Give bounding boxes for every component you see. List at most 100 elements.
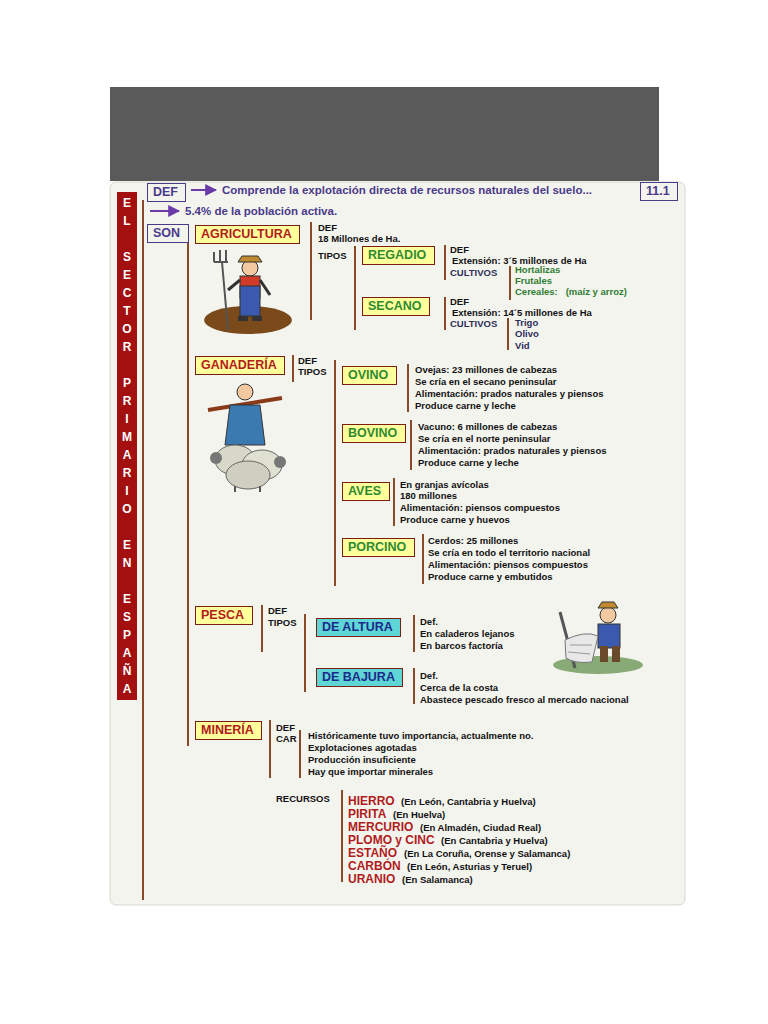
node-text: SON — [153, 226, 183, 241]
node-text: GANADERÍA — [201, 358, 279, 373]
note-text: Alimentación: prados naturales y piensos — [418, 445, 606, 457]
type-box: AVES — [342, 482, 390, 501]
note-text: DEF — [298, 355, 317, 367]
node-text: OVINO — [348, 368, 391, 383]
node-text: AGRICULTURA — [201, 227, 294, 242]
note-text: DEF — [450, 296, 469, 308]
type-box: OVINO — [342, 366, 397, 385]
mineral-name: PLOMO y CINC — [348, 834, 435, 847]
mineral-name: ESTAÑO — [348, 847, 397, 860]
fisherman-illustration — [553, 602, 643, 674]
node-text: REGADIO — [368, 248, 429, 263]
note-text: TIPOS — [318, 250, 347, 262]
type-box: REGADIO — [362, 246, 435, 265]
note-text: CAR — [276, 733, 297, 745]
location-text: (En Huelva) — [393, 808, 445, 821]
note-text: Trigo — [515, 317, 538, 329]
note-text: Olivo — [515, 328, 539, 340]
note-text: Produce carne y leche — [418, 457, 519, 469]
category-box: MINERÍA — [195, 721, 262, 740]
note-text: DEF — [268, 605, 287, 617]
type-box: BOVINO — [342, 424, 406, 443]
node-text: DE BAJURA — [322, 670, 397, 685]
note-text: Abastece pescado fresco al mercado nacio… — [420, 694, 629, 706]
note-text: Explotaciones agotadas — [308, 742, 417, 754]
note-text: CULTIVOS — [450, 318, 497, 330]
mineral-name: URANIO — [348, 873, 395, 886]
note-text: Hay que importar minerales — [308, 766, 433, 778]
note-text: Def. — [420, 616, 438, 628]
definition-text: 5.4% de la población activa. — [185, 204, 337, 218]
location-text: (En León, Asturias y Teruel) — [407, 860, 532, 873]
location-text: (En Salamanca) — [402, 873, 473, 886]
note-text: DEF — [318, 222, 337, 234]
type-box: PORCINO — [342, 538, 415, 557]
note-text: En barcos factoría — [420, 640, 503, 652]
category-box: GANADERÍA — [195, 356, 285, 375]
note-text: Producción insuficiente — [308, 754, 416, 766]
type-box: SECANO — [362, 297, 430, 316]
note-text: 180 millones — [400, 490, 457, 502]
panel — [110, 182, 685, 905]
category-box: AGRICULTURA — [195, 225, 300, 244]
crop-text: Hortalizas — [515, 264, 560, 276]
note-text: Se cría en el secano peninsular — [415, 376, 557, 388]
son-box: SON — [147, 224, 189, 243]
note-text: TIPOS — [268, 617, 297, 629]
definition-text: Comprende la explotación directa de recu… — [222, 183, 592, 197]
header-band — [110, 87, 659, 181]
location-text: (En Cantabria y Huelva) — [441, 834, 548, 847]
type-box: DE ALTURA — [316, 618, 401, 637]
node-text: MINERÍA — [201, 723, 256, 738]
node-text: AVES — [348, 484, 384, 499]
note-text: CULTIVOS — [450, 267, 497, 279]
note-text: Produce carne y embutidos — [428, 571, 553, 583]
def-box: DEF — [147, 183, 186, 202]
crop-text: Frutales — [515, 275, 552, 287]
note-text: Cerdos: 25 millones — [428, 535, 518, 547]
node-text: SECANO — [368, 299, 424, 314]
note-text: Vacuno: 6 millones de cabezas — [418, 421, 557, 433]
note-text: Se cría en el norte peninsular — [418, 433, 551, 445]
node-text: DEF — [153, 185, 180, 200]
note-text: Vid — [515, 340, 530, 352]
shepherd-illustration — [208, 384, 286, 492]
node-text: EL SECTOR PRIMARIO EN ESPAÑA — [117, 194, 137, 698]
note-text: RECURSOS — [276, 793, 330, 805]
category-box: PESCA — [195, 606, 253, 625]
note-text: 18 Millones de Ha. — [318, 233, 400, 245]
mineral-name: MERCURIO — [348, 821, 413, 834]
note-text: En granjas avícolas — [400, 479, 489, 491]
note-text: Alimentación: piensos compuestos — [400, 502, 560, 514]
note-text: Alimentación: piensos compuestos — [428, 559, 588, 571]
note-text: Def. — [420, 670, 438, 682]
note-text: Cerca de la costa — [420, 682, 498, 694]
mineral-name: HIERRO — [348, 795, 395, 808]
node-text: BOVINO — [348, 426, 400, 441]
section-number: 11.1 — [640, 182, 678, 201]
note-text: Produce carne y leche — [415, 400, 516, 412]
crop-text: Cereales: (maíz y arroz) — [515, 286, 627, 298]
note-text: En caladeros lejanos — [420, 628, 515, 640]
node-text: DE ALTURA — [322, 620, 395, 635]
note-text: Produce carne y huevos — [400, 514, 510, 526]
node-text: PORCINO — [348, 540, 409, 555]
mineral-name: PIRITA — [348, 808, 386, 821]
note-text: Alimentación: prados naturales y piensos — [415, 388, 603, 400]
note-text: DEF — [450, 244, 469, 256]
note-text: Se cría en todo el territorio nacional — [428, 547, 590, 559]
location-text: (En León, Cantabria y Huelva) — [401, 795, 536, 808]
location-text: (En La Coruña, Orense y Salamanca) — [404, 847, 570, 860]
note-text: Históricamente tuvo importancia, actualm… — [308, 730, 533, 742]
title-band: EL SECTOR PRIMARIO EN ESPAÑA — [117, 192, 137, 700]
note-text: TIPOS — [298, 366, 327, 378]
type-box: DE BAJURA — [316, 668, 403, 687]
farmer-illustration — [204, 250, 292, 334]
location-text: (En Almadén, Ciudad Real) — [420, 821, 541, 834]
note-text: DEF — [276, 722, 295, 734]
mineral-name: CARBÓN — [348, 860, 401, 873]
note-text: Ovejas: 23 millones de cabezas — [415, 364, 557, 376]
node-text: 11.1 — [646, 184, 672, 199]
node-text: PESCA — [201, 608, 247, 623]
